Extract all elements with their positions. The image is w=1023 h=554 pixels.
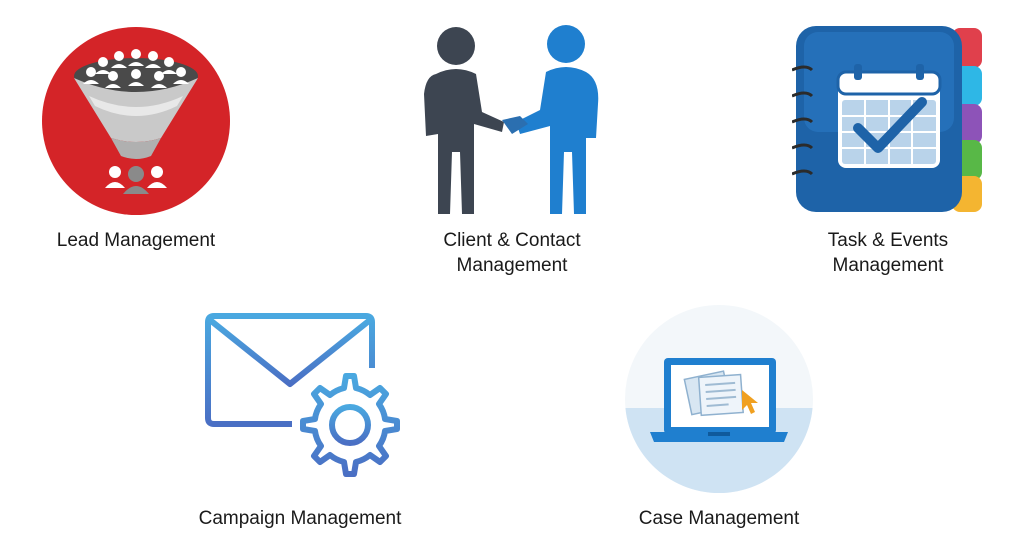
case-management-label: Case Management	[638, 508, 800, 529]
calendar-notebook-icon	[792, 26, 982, 212]
campaign-management-label: Campaign Management	[198, 508, 402, 529]
sales-funnel-icon	[42, 27, 230, 215]
handshake-icon	[424, 25, 599, 214]
client-contact-management-label: Client & Contact Management	[443, 230, 581, 276]
laptop-documents-icon	[625, 305, 813, 493]
email-settings-icon	[205, 313, 400, 477]
lead-management-label: Lead Management	[56, 230, 216, 251]
task-events-management-label: Task & Events Management	[827, 230, 949, 276]
